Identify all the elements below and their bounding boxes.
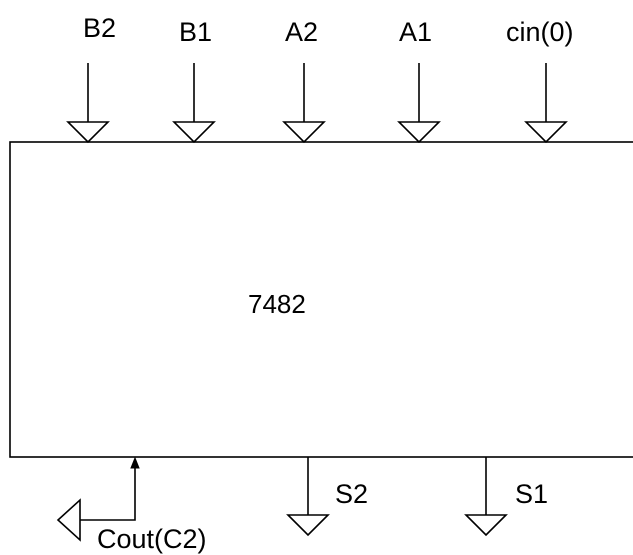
input-arrow-b2 [66, 121, 110, 144]
input-pin-a2: A2 [282, 17, 326, 144]
input-pin-b2: B2 [66, 13, 116, 144]
output-pin-s1: S1 [464, 457, 548, 537]
output-arrow-s1 [464, 514, 508, 537]
output-label-s2: S2 [335, 479, 368, 509]
input-pin-b1: B1 [172, 17, 216, 144]
input-pin-a1: A1 [397, 17, 441, 144]
input-arrow-a1 [397, 121, 441, 144]
input-label-b1: B1 [179, 17, 212, 47]
input-label-b2: B2 [83, 13, 116, 43]
carry-out-pin: Cout(C2) [56, 456, 207, 554]
input-arrow-a2 [282, 121, 326, 144]
carry-out-wire [80, 468, 136, 521]
chip-7482-body [9, 141, 633, 458]
input-arrow-cin [524, 121, 568, 144]
output-arrow-s2 [286, 514, 330, 537]
output-label-s1: S1 [515, 479, 548, 509]
carry-out-ground-arrow [56, 498, 81, 542]
carry-out-arrowhead [130, 456, 140, 469]
chip-name: 7482 [248, 289, 306, 319]
carry-out-label: Cout(C2) [97, 524, 207, 554]
input-label-a1: A1 [399, 17, 432, 47]
input-arrow-b1 [172, 121, 216, 144]
input-pin-cin: cin(0) [506, 17, 574, 144]
input-label-a2: A2 [285, 17, 318, 47]
input-label-cin: cin(0) [506, 17, 574, 47]
output-pin-s2: S2 [286, 457, 368, 537]
